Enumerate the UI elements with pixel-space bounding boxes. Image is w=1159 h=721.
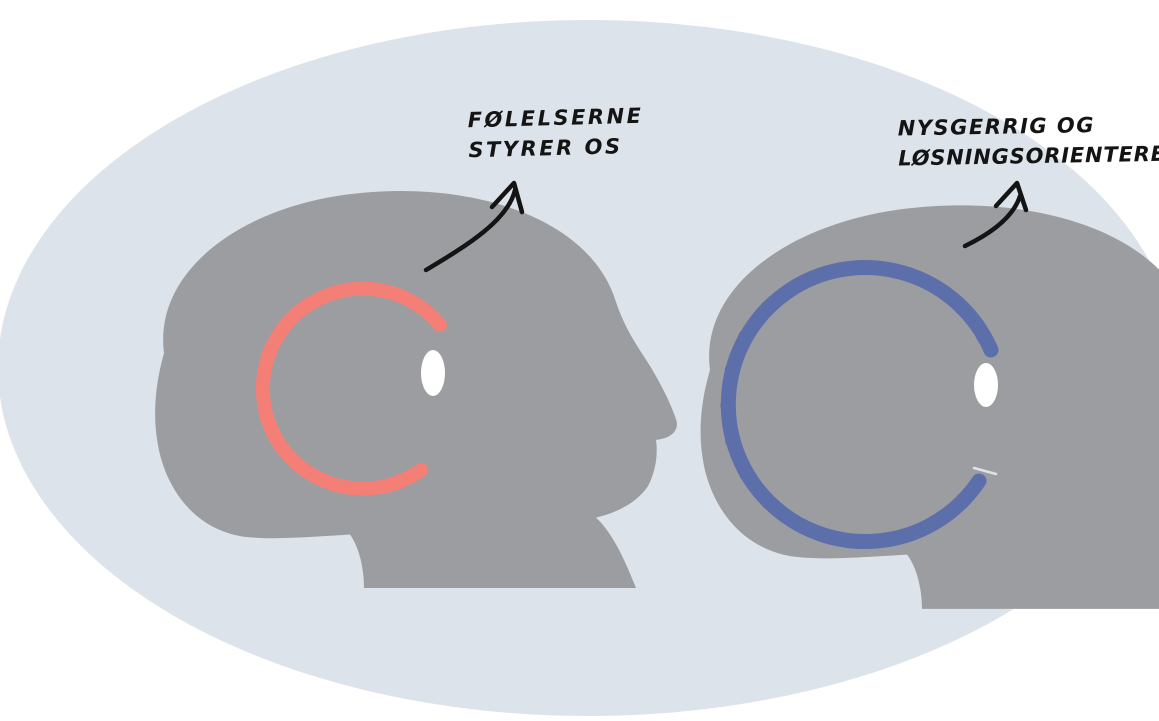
right-eye [974,363,998,407]
curious-label-line-2: LØSNINGSORIENTERET [898,139,1159,174]
left-eye [421,350,445,396]
curious-label: NYSGERRIG OG LØSNINGSORIENTERET [897,109,1159,174]
emotions-label-line-1: FØLELSERNE [467,101,644,136]
emotions-label-line-2: STYRER OS [468,131,645,166]
curious-label-line-1: NYSGERRIG OG [897,109,1159,144]
emotions-label: FØLELSERNE STYRER OS [467,101,644,166]
